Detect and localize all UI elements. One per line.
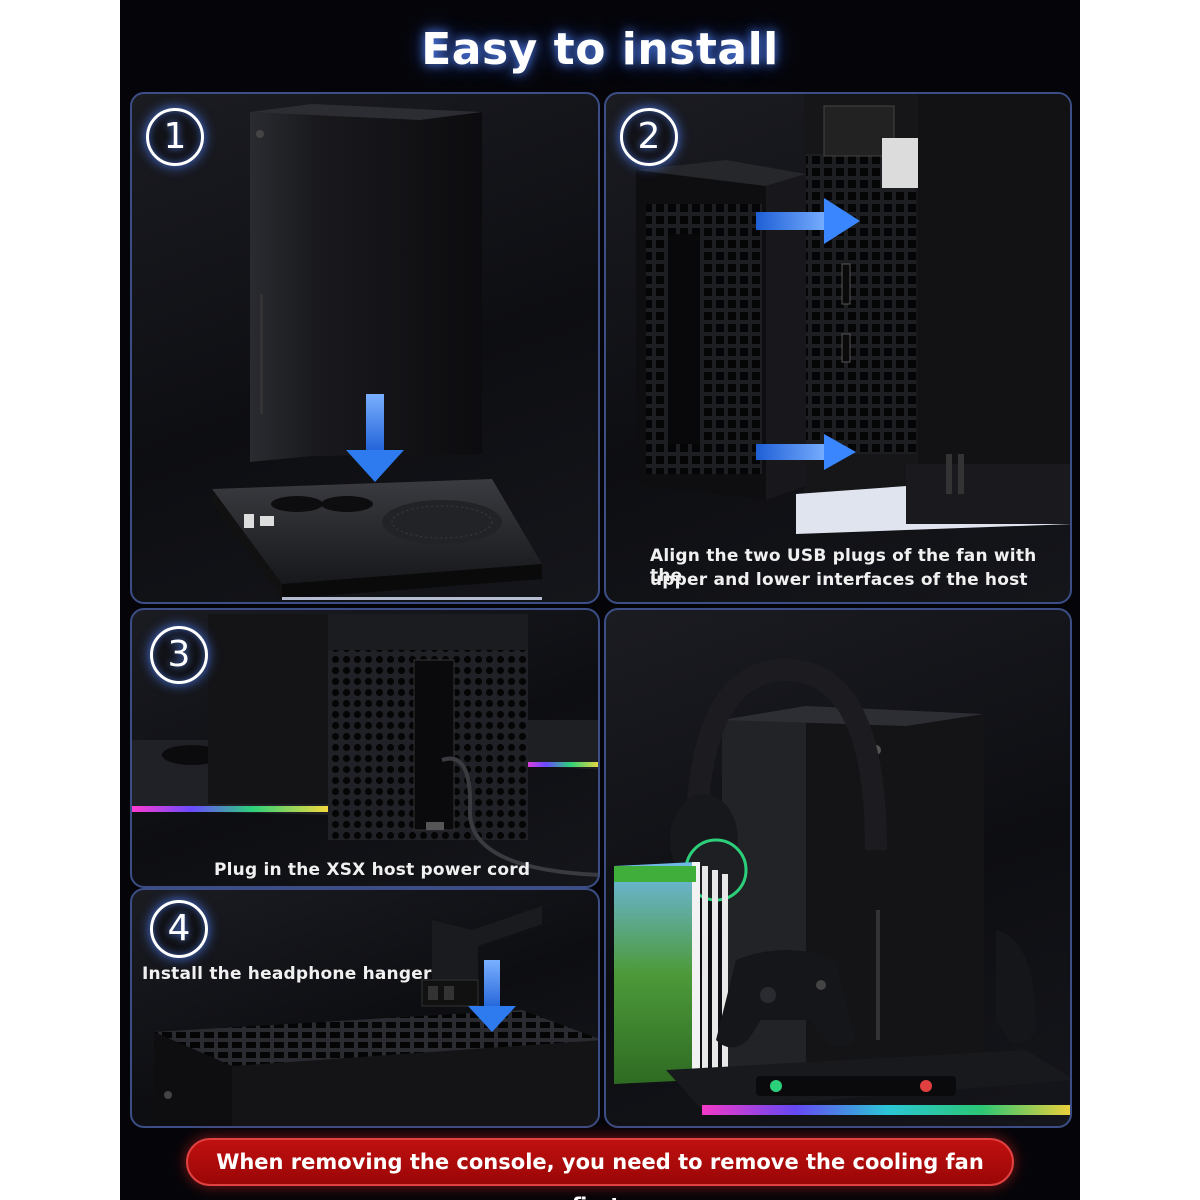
step-3-illustration [132, 614, 598, 877]
headphone-hanger-icon [421, 906, 542, 1007]
arrow-right-icon [756, 434, 856, 470]
cooling-fan-icon [328, 650, 528, 840]
step-2-caption-line-1: Align the two USB plugs of the fan with … [650, 546, 1037, 586]
step-2-illustration [636, 94, 1070, 534]
step-1-number-badge: 1 [146, 108, 204, 166]
cooling-fan-icon [636, 160, 806, 500]
step-4-number-badge: 4 [150, 900, 208, 958]
controller-icon [996, 930, 1036, 1044]
step-3-panel: 3 Plug in the XSX host power cord [130, 608, 600, 888]
step-4-caption: Install the headphone hanger [142, 964, 432, 984]
game-cases-icon [614, 862, 728, 1084]
charging-base-icon [212, 479, 542, 600]
warning-banner: When removing the console, you need to r… [186, 1138, 1014, 1200]
step-1-illustration [212, 104, 542, 600]
power-cord-icon [441, 756, 598, 877]
step-2-panel: 2 Align the two USB plugs of the fan wit… [604, 92, 1072, 604]
arrow-right-icon [756, 198, 860, 244]
page-title: Easy to install [421, 24, 779, 75]
charging-base-icon [666, 1050, 1070, 1115]
step-4-illustration [154, 906, 598, 1126]
step-3-number-badge: 3 [150, 626, 208, 684]
step-1-panel: 1 [130, 92, 600, 604]
warning-text: When removing the console, you need to r… [216, 1150, 984, 1200]
step-2-number-badge: 2 [620, 108, 678, 166]
step-3-caption: Plug in the XSX host power cord [214, 860, 531, 880]
assembled-product-illustration [614, 658, 1070, 1115]
xbox-console-back-icon [804, 94, 1070, 494]
step-4-panel: 4 Install the headphone hanger [130, 888, 600, 1128]
xbox-console-top-icon [154, 1010, 598, 1126]
assembled-product-panel [604, 608, 1072, 1128]
arrow-down-icon [346, 394, 404, 482]
controller-icon [716, 950, 856, 1048]
product-infographic: Easy to install [120, 0, 1080, 1200]
charging-base-icon [796, 454, 1070, 534]
arrow-down-icon [468, 960, 516, 1032]
step-2-caption-line-2: upper and lower interfaces of the host [650, 570, 1028, 590]
xbox-console-icon [250, 104, 482, 462]
xbox-console-icon [722, 706, 984, 1080]
